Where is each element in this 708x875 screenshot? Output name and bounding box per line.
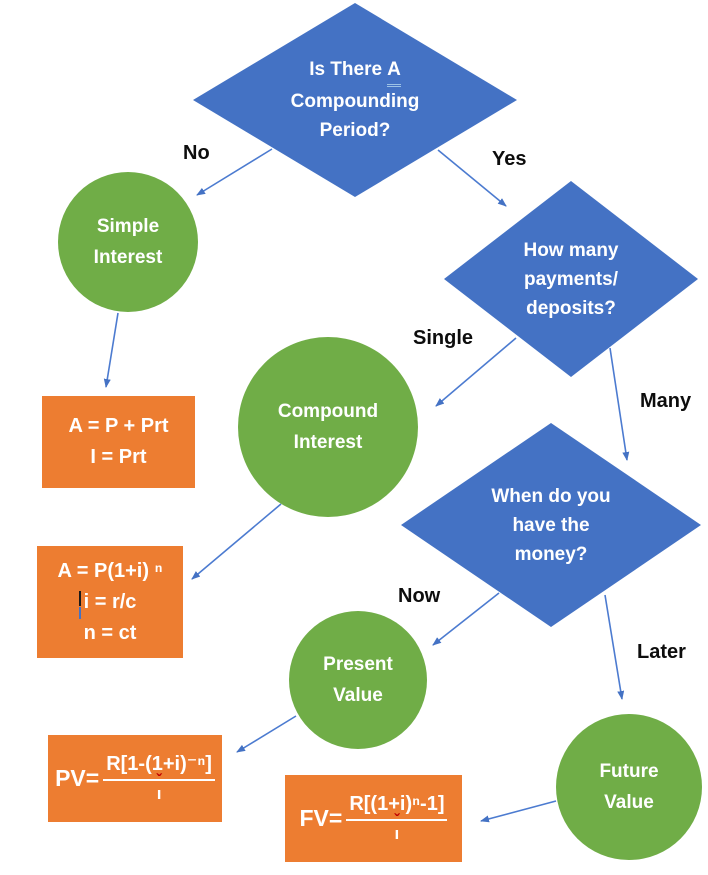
edge-label-single[interactable]: Single <box>413 327 474 349</box>
decision-line-2: Compounding <box>290 91 420 112</box>
text-cursor-tail <box>79 607 81 619</box>
arrow-now-to-present-value[interactable] <box>432 592 500 646</box>
fv-formula-box[interactable]: FV= R[(1+i)ⁿ-1] ˇ ı <box>285 775 462 862</box>
formula-line-2: i = r/c <box>83 590 137 613</box>
edge-label-yes[interactable]: Yes <box>492 148 527 170</box>
formula-lhs: FV= <box>299 805 343 831</box>
arrow-compound-interest-to-formula[interactable] <box>191 503 282 580</box>
arrow-simple-interest-to-formula[interactable] <box>103 312 119 388</box>
arrow-future-value-to-formula[interactable] <box>480 800 557 823</box>
denominator-i: ı <box>394 824 400 843</box>
circle-line-2: Interest <box>93 247 163 268</box>
decision-line-3: money? <box>514 543 588 565</box>
compound-interest-circle[interactable]: Compound Interest <box>238 337 418 517</box>
decision-line-3: deposits? <box>526 297 616 319</box>
formula-line-3: n = ct <box>83 621 137 644</box>
red-caret-mark: ˇ <box>156 772 162 789</box>
pv-formula-box[interactable]: PV= R[1-(1+i)⁻ⁿ] ˇ ı <box>48 735 222 822</box>
edge-label-many[interactable]: Many <box>640 390 692 412</box>
formula-line-1: A = P + Prt <box>68 415 169 437</box>
arrow-single-to-compound-interest[interactable] <box>435 337 517 407</box>
arrow-later-to-future-value[interactable] <box>604 594 625 700</box>
decision-line-1: How many <box>523 239 619 261</box>
decision-line-2: have the <box>512 514 590 536</box>
fraction: R[(1+i)ⁿ-1] ˇ ı <box>346 791 448 846</box>
decision-line-2: payments/ <box>524 268 618 290</box>
edge-label-no[interactable]: No <box>183 142 210 164</box>
fraction-numerator: R[1-(1+i)⁻ⁿ] <box>103 751 215 781</box>
future-value-circle[interactable]: Future Value <box>556 714 702 860</box>
arrow-present-value-to-formula[interactable] <box>236 715 297 753</box>
text-cursor <box>79 591 81 606</box>
edge-label-later[interactable]: Later <box>637 641 686 663</box>
circle-line-2: Value <box>333 685 383 706</box>
compound-formula-box[interactable]: A = P(1+i) ⁿ i = r/c n = ct <box>37 546 183 658</box>
formula-lhs: PV= <box>55 765 100 791</box>
formula-line-2: I = Prt <box>90 446 147 468</box>
decision-line-1: Is There A <box>309 55 401 87</box>
fraction: R[1-(1+i)⁻ⁿ] ˇ ı <box>103 751 215 806</box>
arrow-yes-to-payments-decision[interactable] <box>437 149 507 207</box>
circle-line-1: Future <box>599 761 659 782</box>
circle-line-1: Simple <box>96 216 160 237</box>
circle-line-2: Interest <box>293 432 363 453</box>
grammar-underlined-word: A <box>387 55 401 87</box>
arrow-no-to-simple-interest[interactable] <box>196 148 273 196</box>
simple-interest-circle[interactable]: Simple Interest <box>58 172 198 312</box>
circle-line-1: Present <box>323 654 393 675</box>
circle-line-2: Value <box>604 792 654 813</box>
red-caret-mark: ˇ <box>394 812 400 829</box>
decision-line-3: Period? <box>319 120 391 141</box>
decision-line-1: When do you <box>491 485 611 507</box>
arrow-many-to-when-decision[interactable] <box>609 347 630 461</box>
simple-formula-box[interactable]: A = P + Prt I = Prt <box>42 396 195 488</box>
present-value-circle[interactable]: Present Value <box>289 611 427 749</box>
circle-line-1: Compound <box>277 401 379 422</box>
pv-formula: PV= R[1-(1+i)⁻ⁿ] ˇ ı <box>55 751 215 806</box>
fraction-denominator: ˇ ı <box>156 773 162 806</box>
denominator-i: ı <box>156 784 162 803</box>
fv-formula: FV= R[(1+i)ⁿ-1] ˇ ı <box>300 791 448 846</box>
edge-label-now[interactable]: Now <box>398 585 441 607</box>
formula-line-1: A = P(1+i) ⁿ <box>57 559 163 582</box>
fraction-denominator: ˇ ı <box>394 813 400 846</box>
fraction-numerator: R[(1+i)ⁿ-1] <box>346 791 448 821</box>
decision-text: Is There <box>309 59 383 80</box>
